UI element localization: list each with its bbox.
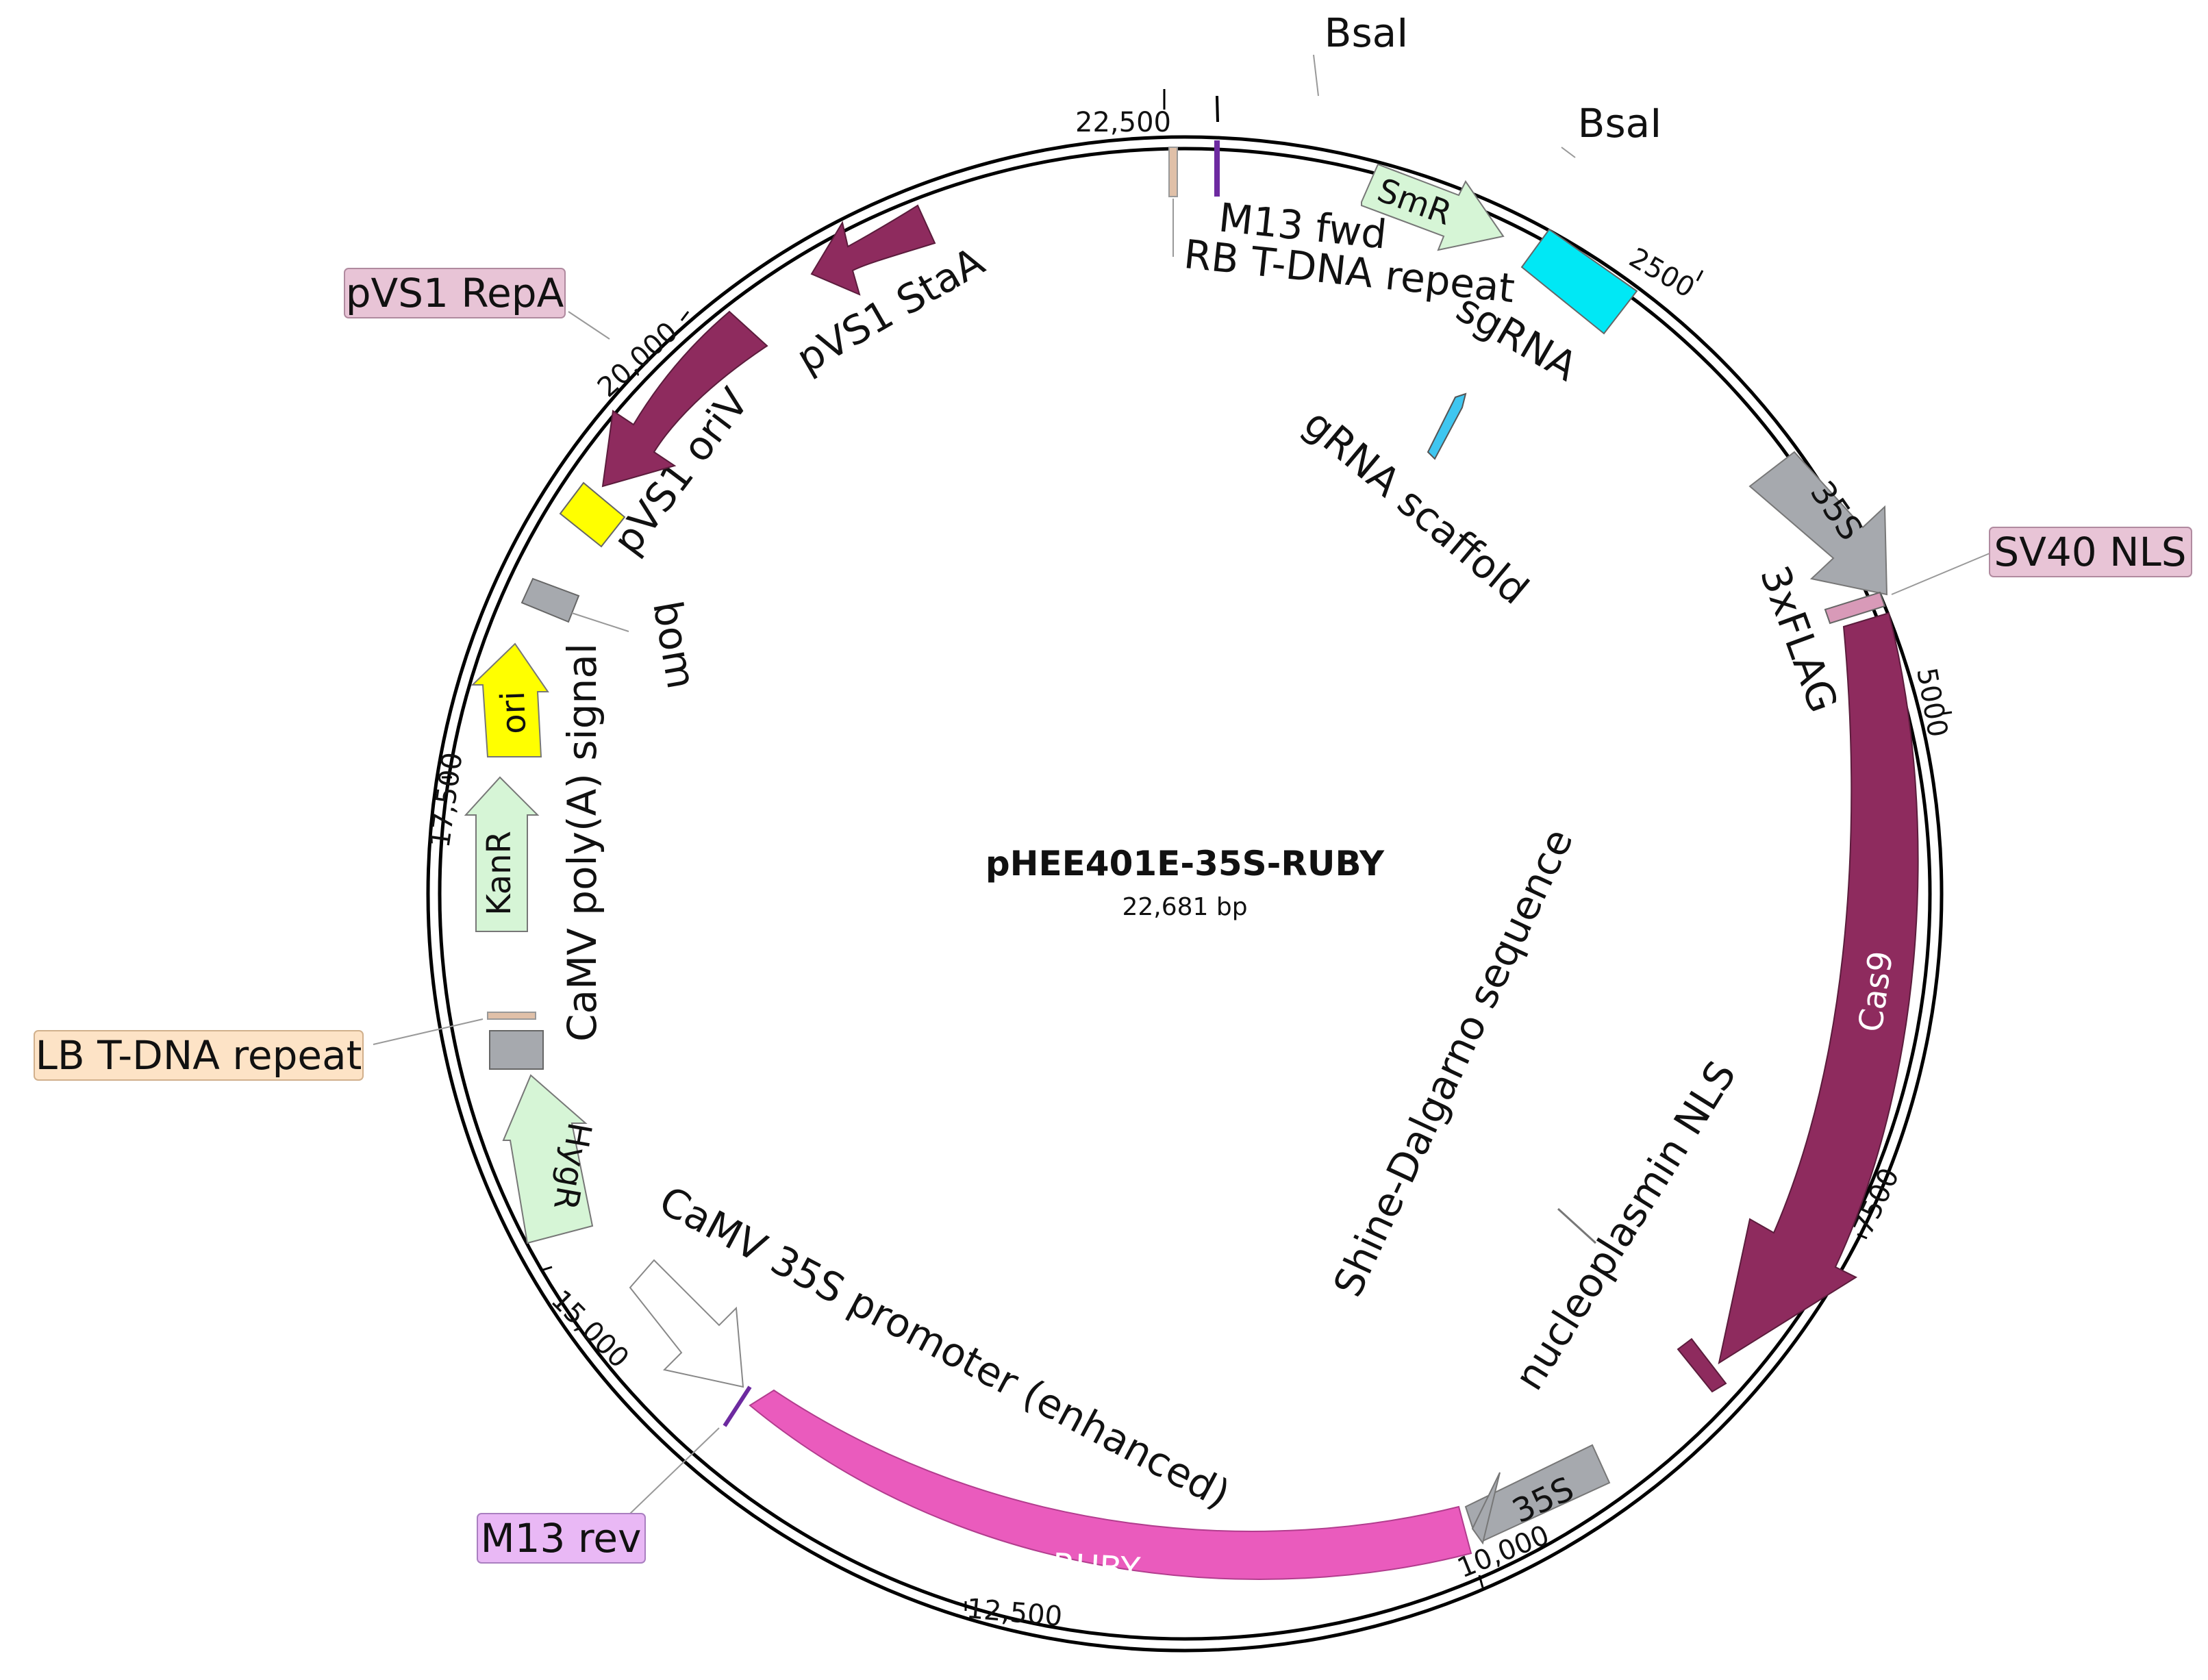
m13-rev-feature [723,1386,752,1427]
smr-feature-arrow [1361,163,1505,251]
sgrna-feature [1520,228,1638,335]
lb-t-dna-label: LB T-DNA repeat [36,1032,362,1079]
m13-rev-label: M13 rev [481,1515,642,1562]
bom-leader [571,612,629,632]
pvs1-staa-label: pVS1 StaA [789,238,992,382]
tick-15000 [540,1266,553,1272]
backbone-outer-ring [426,135,1944,1653]
zero-marker [1216,95,1219,123]
bsai-leader-2 [1561,147,1576,158]
plasmid-name: pHEE401E-35S-RUBY [986,844,1385,883]
pvs1-staa-feature-arrow [810,204,936,296]
grna-scaffold-feature [1427,392,1467,460]
tick-label-17500: 17,500 [425,751,469,850]
tick-label-12500: 12,500 [965,1593,1063,1633]
shine-dalgarno-mark [1557,1207,1597,1244]
lb-t-dna-repeat-feature [487,1012,536,1020]
tick-20000 [680,311,690,321]
camv-polya-feature [489,1030,544,1070]
kanr-label: KanR [480,831,518,916]
bsai-leader-1 [1313,54,1319,97]
lb-t-dna-callout-box [34,1030,364,1081]
cas9-feature-arrow [1718,612,1919,1365]
grna-scaffold-label: gRNA scaffold [1295,400,1538,614]
rb-t-dna-repeat-feature [1168,147,1178,197]
plasmid-length: 22,681 bp [1122,893,1247,921]
sv40-nls-feature [1824,591,1886,625]
ori-label: ori [494,690,534,734]
pvs1-oriv-feature [559,481,626,548]
sv40-nls-label: SV40 NLS [1994,529,2186,575]
ori-feature-arrow [471,642,549,757]
m13-rev-callout-box [477,1513,646,1564]
pvs1-repa-callout-box [344,268,566,318]
35s-bottom-feature-head [1471,1472,1501,1545]
bom-feature [520,577,580,623]
tick-label-5000: 5000 [1910,666,1953,740]
pvs1-repa-feature-arrow [601,310,768,488]
lb-t-dna-leader [373,1018,484,1045]
nucleoplasmin-nls-label: nucleoplasmin NLS [1505,1053,1745,1398]
hygr-feature-arrow [502,1074,594,1244]
camv-35s-enhanced-feature-arrow [629,1259,744,1388]
shine-dalgarno-label: Shine-Dalgarno sequence [1325,822,1582,1304]
tick-label-22500: 22,500 [1075,107,1171,138]
sv40-nls-leader [1891,553,1990,595]
pvs1-repa-leader [568,311,610,340]
m13-rev-leader [629,1427,720,1514]
tick-2500 [1696,270,1704,281]
nucleoplasmin-nls-feature [1677,1338,1727,1393]
pvs1-repa-label: pVS1 RepA [346,270,564,316]
tick-10000 [1478,1575,1484,1588]
bsai-site-label-2: BsaI [1578,100,1662,147]
kanr-feature-arrow [464,776,540,932]
sv40-nls-callout-box [1989,527,2192,577]
camv-polya-label: CaMV poly(A) signal [559,643,605,1042]
ruby-feature [749,1389,1472,1580]
35s-top-feature-arrow [1748,451,1888,596]
bsai-site-label-1: BsaI [1325,10,1409,56]
ruby-label: RUBY [1051,1546,1142,1590]
tick-5000 [1942,711,1953,715]
m13-fwd-feature [1214,140,1220,197]
tick-label-2500: 2500 [1624,242,1700,304]
bom-label: bom [644,597,705,692]
tick-7500 [1857,1233,1868,1240]
backbone-inner-ring [438,147,1932,1641]
